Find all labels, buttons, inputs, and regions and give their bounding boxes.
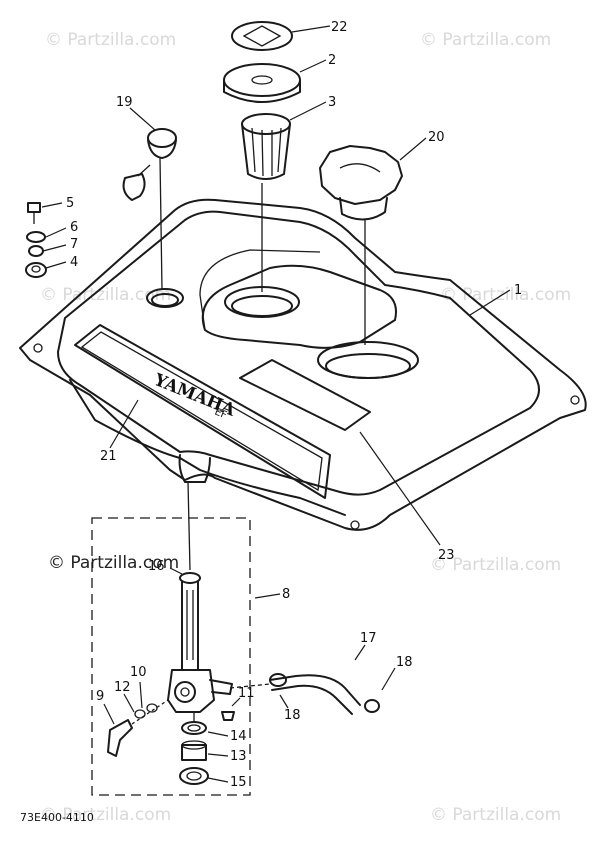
callout-19: 19 xyxy=(116,95,133,110)
callout-13: 13 xyxy=(230,749,247,764)
fuel-cock-assembly xyxy=(91,481,251,796)
fastener-stack xyxy=(25,202,47,278)
vent-plug xyxy=(122,128,177,291)
callout-2: 2 xyxy=(328,53,336,68)
callout-numbers: 22 2 3 19 20 5 6 7 4 1 21 23 16 8 17 10 … xyxy=(66,20,522,790)
watermark: © Partzilla.com xyxy=(430,805,561,825)
callout-3: 3 xyxy=(328,95,336,110)
leader-lines xyxy=(41,25,511,783)
callout-6: 6 xyxy=(70,220,78,235)
watermark: © Partzilla.com xyxy=(440,285,571,305)
callout-1: 1 xyxy=(514,283,522,298)
watermark: © Partzilla.com xyxy=(45,30,176,50)
callout-8: 8 xyxy=(282,587,290,602)
watermark: © Partzilla.com xyxy=(430,555,561,575)
callout-15: 15 xyxy=(230,775,247,790)
callout-18-right: 18 xyxy=(396,655,413,670)
callout-10: 10 xyxy=(130,665,147,680)
part-number-label: 73E400-4110 xyxy=(20,811,94,824)
watermark: © Partzilla.com xyxy=(40,805,171,825)
callout-4: 4 xyxy=(70,255,78,270)
callout-9: 9 xyxy=(96,689,104,704)
callout-11: 11 xyxy=(238,686,255,701)
center-cap-assembly xyxy=(223,21,301,292)
watermark: © Partzilla.com xyxy=(48,553,179,573)
callout-14: 14 xyxy=(230,729,247,744)
callout-23: 23 xyxy=(438,548,455,563)
callout-12: 12 xyxy=(114,680,131,695)
watermark: © Partzilla.com xyxy=(420,30,551,50)
watermark-layer: © Partzilla.com © Partzilla.com © Partzi… xyxy=(40,30,571,825)
callout-22: 22 xyxy=(331,20,348,35)
callout-18-left: 18 xyxy=(284,708,301,723)
callout-5: 5 xyxy=(66,196,74,211)
callout-16: 16 xyxy=(148,559,165,574)
large-filler-cap xyxy=(319,145,403,345)
tank-brand-suffix: EF xyxy=(213,407,229,422)
callout-7: 7 xyxy=(70,237,78,252)
fuel-tank-part: YAMAHA EF xyxy=(19,198,587,531)
callout-20: 20 xyxy=(428,130,445,145)
callout-17: 17 xyxy=(360,631,377,646)
callout-21: 21 xyxy=(100,449,117,464)
fuel-hose xyxy=(229,673,380,715)
